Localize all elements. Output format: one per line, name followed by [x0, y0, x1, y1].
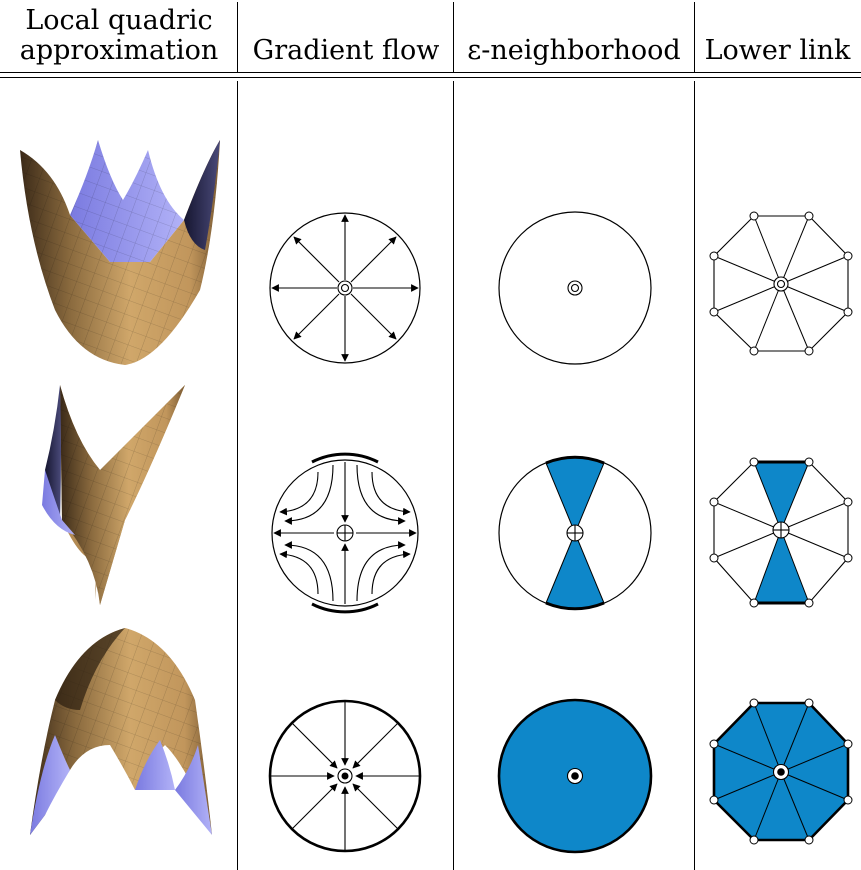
column-separator-2: [453, 81, 454, 870]
column-separator-3-header: [694, 2, 695, 72]
gradient-flow-maximum: [268, 699, 422, 853]
gradient-flow-minimum: [269, 212, 421, 364]
column-separator-2-header: [453, 2, 454, 72]
surface-minimum-bowl: [20, 140, 220, 365]
lower-link-maximum: [709, 698, 853, 845]
epsilon-neighborhood-maximum: [497, 698, 653, 854]
header-local-quadric-line2: approximation: [19, 35, 219, 66]
lower-link-minimum: [709, 211, 853, 356]
column-separator-1-header: [237, 2, 238, 72]
header-lower-link: Lower link: [704, 35, 851, 66]
epsilon-neighborhood-minimum: [498, 211, 652, 365]
header-rule-top: [0, 72, 861, 73]
surface-maximum-dome: [30, 628, 212, 835]
lower-link-saddle: [709, 457, 853, 608]
header-epsilon-neighborhood: ε-neighborhood: [467, 35, 681, 66]
column-separator-3: [694, 81, 695, 870]
header-local-quadric: Local quadric approximation: [0, 6, 238, 66]
gradient-flow-saddle: [271, 452, 419, 614]
header-gradient-flow: Gradient flow: [252, 35, 440, 66]
header-rule-bottom: [0, 77, 861, 78]
header-local-quadric-line1: Local quadric: [25, 5, 213, 36]
column-separator-1: [237, 81, 238, 870]
epsilon-neighborhood-saddle: [498, 455, 652, 611]
surface-saddle: [42, 385, 185, 605]
